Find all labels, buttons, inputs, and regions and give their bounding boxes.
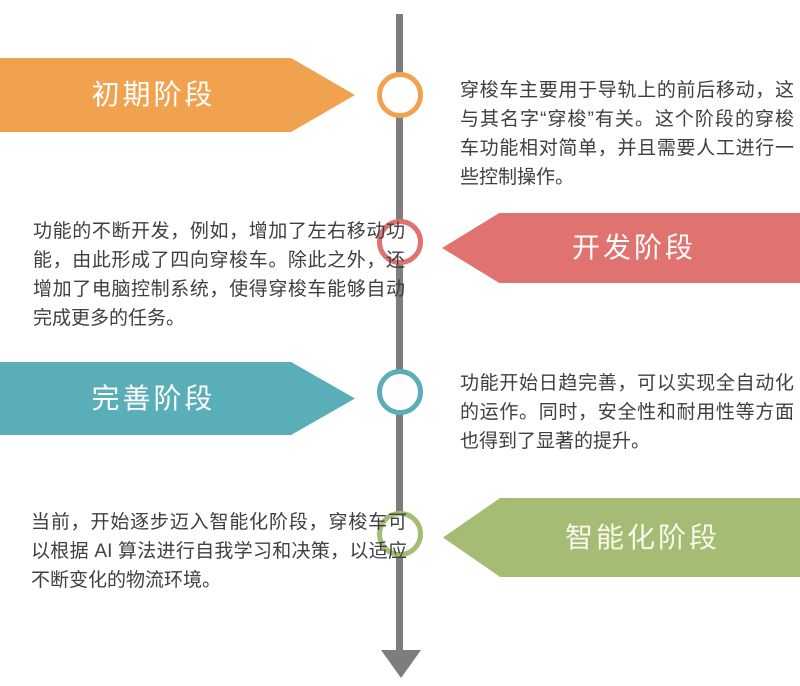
stage-4-description: 当前，开始逐步迈入智能化阶段，穿梭车可以根据 AI 算法进行自我学习和决策，以适… [31,512,407,591]
arrow-down-icon [381,650,421,678]
stage-2-label: 开发阶段 [571,232,696,263]
stage-3-node-circle [377,369,423,415]
stage-3-label: 完善阶段 [91,382,216,414]
stage-1-node-circle [377,72,423,118]
stage-2-banner: 开发阶段 [442,213,800,283]
stage-1-description: 穿梭车主要用于导轨上的前后移动，这与其名字“穿梭”有关。这个阶段的穿梭车功能相对… [460,80,794,188]
stage-1-label: 初期阶段 [91,79,216,110]
stage-3-description: 功能开始日趋完善，可以实现全自动化的运作。同时，安全性和耐用性等方面也得到了显著… [460,373,794,452]
stage-3-banner: 完善阶段 [0,362,355,435]
stage-4-label: 智能化阶段 [564,521,720,553]
stage-4-node-circle [377,511,423,557]
stage-2-description: 功能的不断开发，例如，增加了左右移动功能，由此形成了四向穿梭车。除此之外，还增加… [33,221,405,329]
stage-1-banner: 初期阶段 [0,58,355,132]
timeline-line [396,14,403,652]
stage-2-node-circle [377,219,423,265]
stage-4-banner: 智能化阶段 [443,498,800,577]
